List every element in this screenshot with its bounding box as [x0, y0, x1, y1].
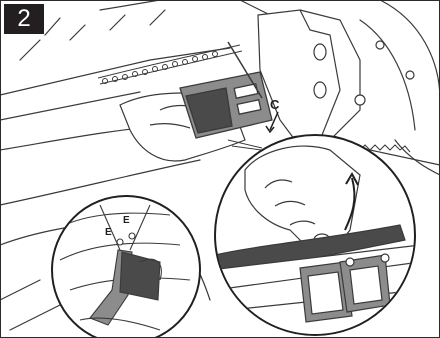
- step-number-badge: 2: [4, 4, 44, 34]
- callout-label-c: C: [270, 97, 279, 112]
- callout-label-e-left: E: [105, 227, 112, 238]
- callout-label-e-right: E: [123, 215, 130, 226]
